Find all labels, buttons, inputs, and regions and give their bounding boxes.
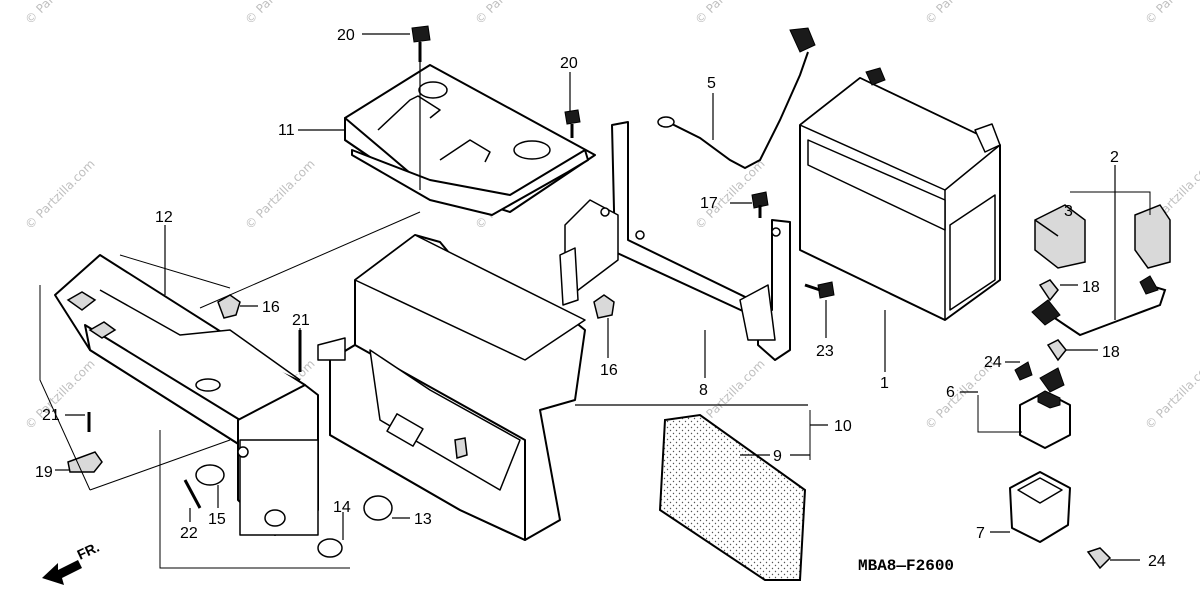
callout-12: 12 (155, 209, 173, 226)
callout-24: 24 (1148, 553, 1166, 570)
callout-22: 22 (180, 525, 198, 542)
part-1-battery[interactable] (799, 0, 1001, 321)
part-5-negative-cable[interactable] (657, 27, 816, 170)
callout-18: 18 (1102, 344, 1120, 361)
callout-3: 3 (1064, 203, 1073, 220)
group-lines (39, 191, 1151, 569)
part-11-battery-cover[interactable] (344, 40, 596, 216)
callout-11: 11 (278, 122, 295, 139)
callout-21: 21 (292, 312, 310, 329)
callout-2: 2 (1110, 149, 1119, 166)
callout-6: 6 (946, 384, 955, 401)
callout-1: 1 (880, 375, 889, 392)
callout-10: 10 (834, 418, 852, 435)
leader-lines (55, 33, 1140, 561)
watermark: © Partzilla.com (22, 157, 97, 232)
front-arrow: FR. (42, 539, 102, 585)
part-3-terminal-cover[interactable] (1034, 204, 1086, 269)
watermark: © Partzilla.com (22, 0, 97, 27)
part-9-pad[interactable] (658, 413, 807, 581)
callout-8: 8 (699, 382, 708, 399)
watermark: © Partzilla.com (22, 357, 97, 432)
callout-23: 23 (816, 343, 834, 360)
hardware-bolts (67, 25, 1112, 570)
front-arrow-icon (42, 560, 82, 585)
callout-16: 16 (600, 362, 618, 379)
callout-20: 20 (560, 55, 578, 72)
callout-14: 14 (333, 499, 351, 516)
front-label: FR. (75, 539, 102, 563)
callout-9: 9 (773, 448, 782, 465)
callout-5: 5 (707, 75, 716, 92)
part-12-side-cover[interactable] (54, 254, 319, 536)
watermark: © Partzilla.com (242, 0, 317, 27)
watermark: © Partzilla.com (922, 0, 997, 27)
diagram-code: MBA8—F2600 (858, 557, 954, 575)
callout-20: 20 (337, 27, 355, 44)
callout-21: 21 (42, 407, 60, 424)
callout-13: 13 (414, 511, 432, 528)
watermark: © Partzilla.com (472, 0, 547, 27)
callout-labels: 20 20 11 12 5 17 16 16 21 21 8 23 1 2 3 … (35, 27, 1166, 570)
watermark: © Partzilla.com (1142, 357, 1200, 432)
callout-7: 7 (976, 525, 985, 542)
part-6-starter-relay[interactable] (1014, 361, 1071, 449)
callout-17: 17 (700, 195, 718, 212)
part-2-positive-cable[interactable] (1031, 204, 1171, 337)
watermark: © Partzilla.com (242, 157, 317, 232)
part-10-battery-case[interactable] (317, 234, 808, 541)
callout-19: 19 (35, 464, 53, 481)
callout-15: 15 (208, 511, 226, 528)
part-7-relay-holder[interactable] (1009, 471, 1071, 543)
part-8-bracket[interactable] (559, 121, 791, 361)
watermark: © Partzilla.com (1142, 0, 1200, 27)
callout-18: 18 (1082, 279, 1100, 296)
callout-24: 24 (984, 354, 1002, 371)
watermark: © Partzilla.com (692, 0, 767, 27)
callout-16: 16 (262, 299, 280, 316)
